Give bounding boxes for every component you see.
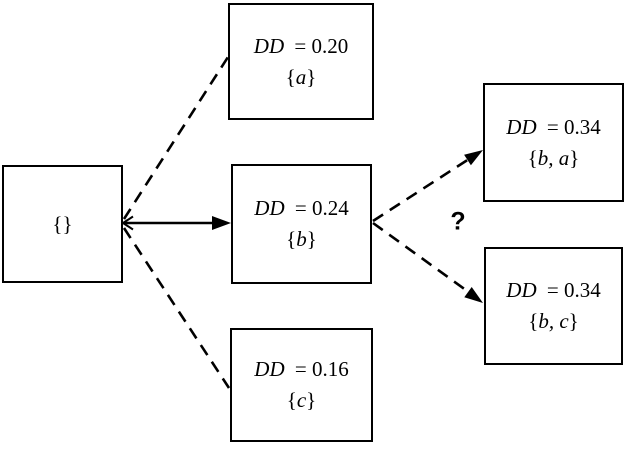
node-set-label: {c} <box>287 385 317 416</box>
node-b: DD = 0.24 {b} <box>231 164 372 284</box>
set-members: a <box>295 64 307 89</box>
dd-variable: DD <box>506 114 537 139</box>
set-members: c <box>296 388 307 412</box>
edge-root-a-dashed <box>122 56 230 220</box>
set-close-brace: } <box>568 309 579 333</box>
dd-variable: DD <box>506 278 537 302</box>
dd-value: = 0.34 <box>546 278 601 302</box>
arrowhead-into-ba-icon <box>464 150 483 166</box>
dd-value: = 0.34 <box>546 114 601 139</box>
set-close-brace: } <box>306 64 317 89</box>
dd-variable: DD <box>253 33 285 58</box>
node-c: DD = 0.16 {c} <box>230 328 373 442</box>
dd-line: DD = 0.34 <box>506 112 600 143</box>
node-set-label: {} <box>52 209 72 240</box>
set-open-brace: { <box>285 64 296 89</box>
node-set-label: {b} <box>286 224 317 255</box>
dd-line: DD = 0.34 <box>506 275 600 306</box>
node-set-label: {b, a} <box>528 143 580 174</box>
set-open-brace: { <box>528 309 539 333</box>
set-open-brace: { <box>286 227 297 251</box>
node-a: DD = 0.20 {a} <box>228 3 374 120</box>
set-open-brace: { <box>527 145 538 170</box>
arrowhead-into-b-icon <box>212 216 231 230</box>
edge-root-c-dashed <box>122 227 231 389</box>
set-close-brace: } <box>306 388 317 412</box>
dd-variable: DD <box>254 357 285 381</box>
node-b-a: DD = 0.34 {b, a} <box>483 83 624 202</box>
node-b-c: DD = 0.34 {b, c} <box>484 247 623 365</box>
dd-variable: DD <box>254 196 285 220</box>
dd-line: DD = 0.16 <box>254 354 348 385</box>
dd-line: DD = 0.24 <box>254 193 348 224</box>
node-empty-set: {} <box>2 165 123 283</box>
set-close-brace: } <box>569 145 580 170</box>
dd-value: = 0.24 <box>294 196 349 220</box>
arrowhead-into-bc-icon <box>464 287 483 303</box>
set-open-brace: { <box>286 388 297 412</box>
dd-value: = 0.16 <box>294 357 349 381</box>
node-set-label: {a} <box>286 62 317 93</box>
dd-line: DD = 0.20 <box>254 31 348 62</box>
set-members: b, c <box>538 309 569 333</box>
set-close-brace: } <box>306 227 317 251</box>
node-set-label: {b, c} <box>528 306 579 337</box>
arrowhead-into-root-icon <box>121 215 134 231</box>
set-members: b, a <box>537 145 570 170</box>
dd-value: = 0.20 <box>294 33 349 58</box>
question-mark-label: ? <box>450 207 466 236</box>
set-members: b <box>296 227 307 251</box>
set-text: {} <box>52 211 73 236</box>
